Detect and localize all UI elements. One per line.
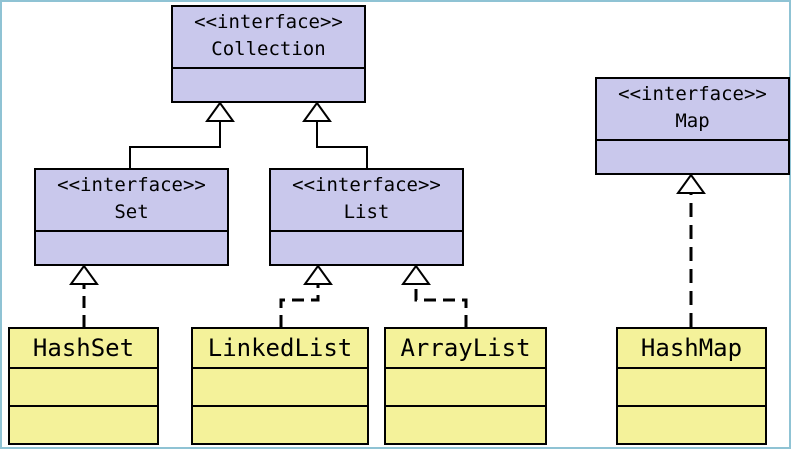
list-stereotype: <<interface>>: [292, 174, 441, 196]
map-interface-box: <<interface>> Map: [595, 77, 790, 175]
map-name: Map: [675, 110, 710, 132]
arrowhead-arraylist-list: [401, 264, 431, 285]
hashset-class-box: HashSet: [8, 327, 159, 445]
set-stereotype: <<interface>>: [57, 174, 206, 196]
edge-list-collection: [316, 121, 368, 170]
set-name: Set: [114, 201, 149, 223]
map-stereotype: <<interface>>: [618, 83, 767, 105]
hashmap-attributes: [618, 369, 765, 407]
arraylist-name: ArrayList: [386, 329, 545, 369]
edge-arraylist-list: [414, 284, 468, 327]
hashset-attributes: [10, 369, 157, 407]
collection-stereotype: <<interface>>: [194, 11, 343, 33]
list-header: <<interface>> List: [271, 170, 462, 232]
hashmap-name: HashMap: [618, 329, 765, 369]
linkedlist-name: LinkedList: [193, 329, 367, 369]
hashset-name: HashSet: [10, 329, 157, 369]
set-interface-box: <<interface>> Set: [34, 168, 229, 266]
linkedlist-attributes: [193, 369, 367, 407]
collection-interface-box: <<interface>> Collection: [171, 5, 366, 103]
arraylist-class-box: ArrayList: [384, 327, 547, 445]
arrowhead-linkedlist-list: [303, 264, 333, 285]
hashmap-class-box: HashMap: [616, 327, 767, 445]
collection-header: <<interface>> Collection: [173, 7, 364, 69]
arrowhead-hashset-set: [69, 264, 99, 285]
arrowhead-list-collection: [302, 101, 332, 122]
arraylist-attributes: [386, 369, 545, 407]
linkedlist-class-box: LinkedList: [191, 327, 369, 445]
edge-set-collection: [129, 121, 221, 170]
edge-linkedlist-list: [279, 284, 320, 327]
list-interface-box: <<interface>> List: [269, 168, 464, 266]
collection-name: Collection: [211, 38, 326, 60]
map-header: <<interface>> Map: [597, 79, 788, 141]
list-name: List: [343, 201, 390, 223]
set-header: <<interface>> Set: [36, 170, 227, 232]
arrowhead-hashmap-map: [676, 173, 706, 194]
arrowhead-set-collection: [205, 101, 235, 122]
